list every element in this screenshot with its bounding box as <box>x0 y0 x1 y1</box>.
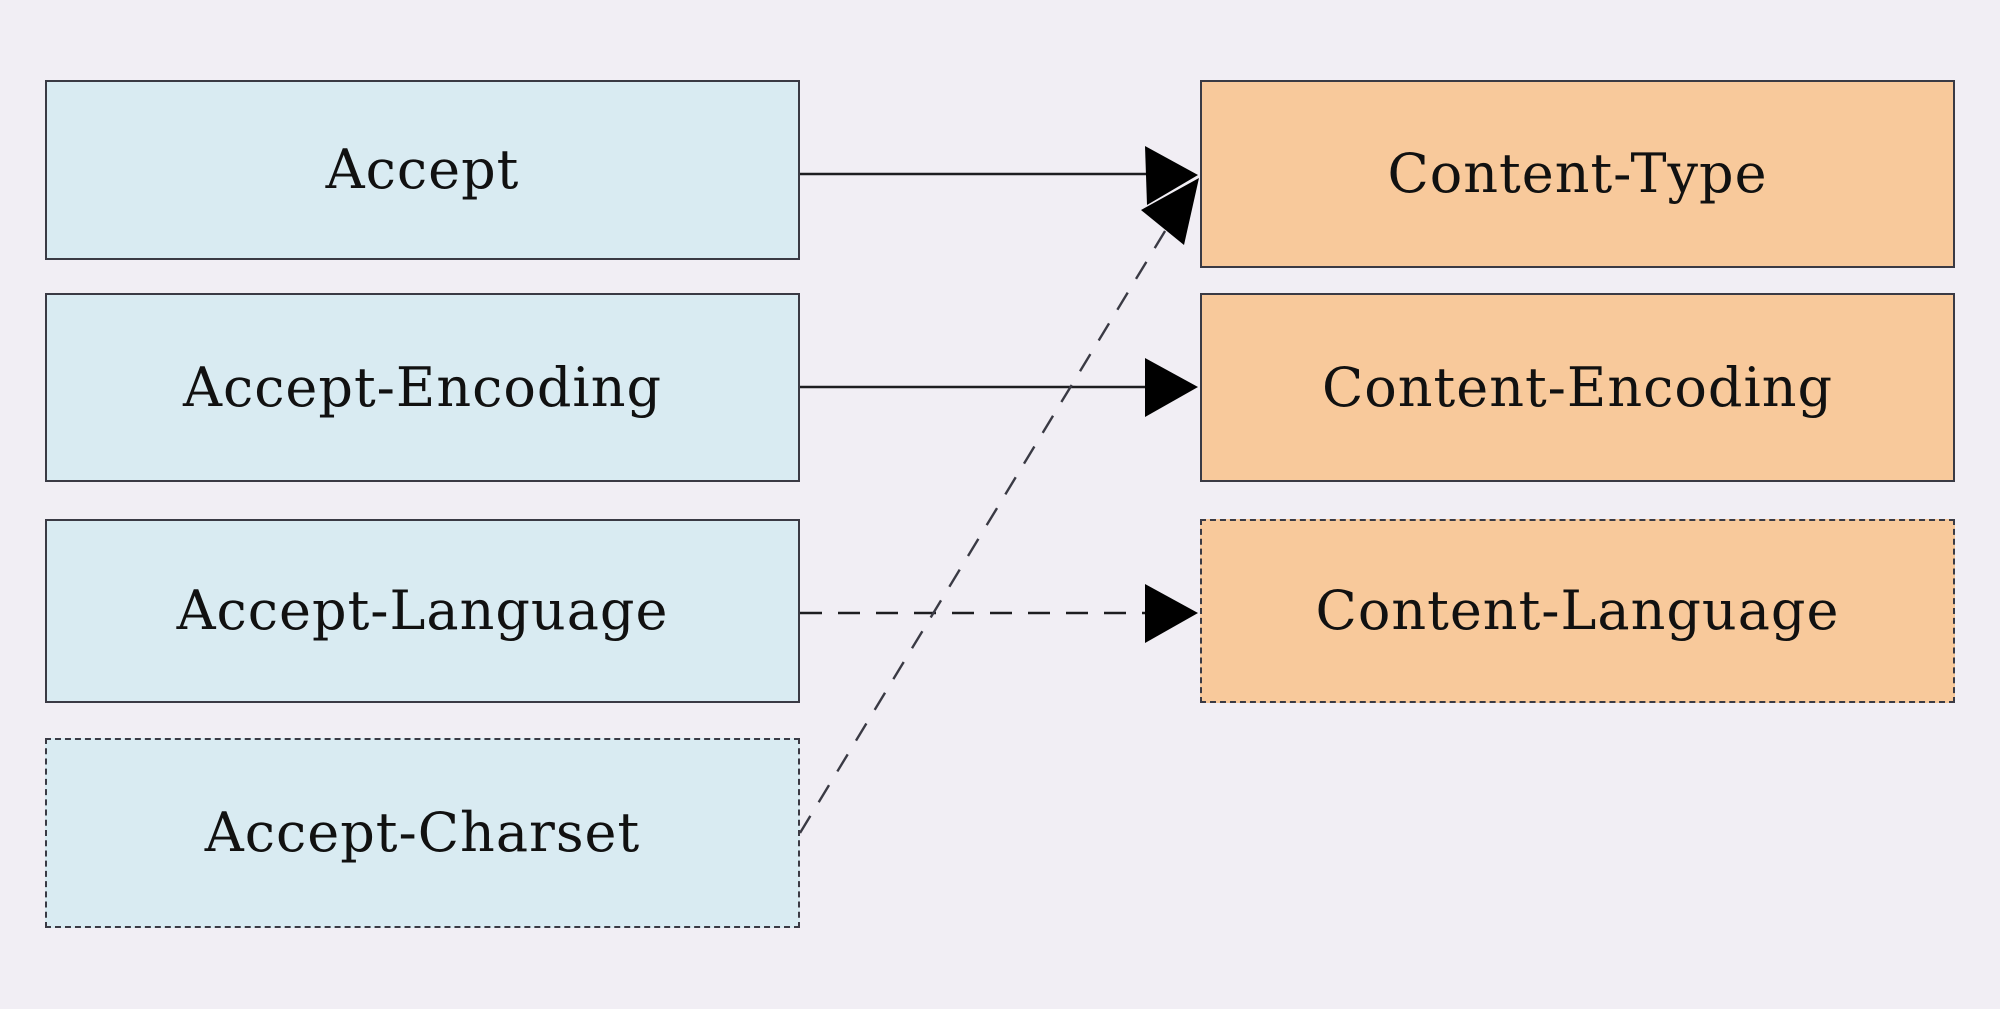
node-content-type[interactable]: Content-Type <box>1200 80 1955 268</box>
node-accept[interactable]: Accept <box>45 80 800 260</box>
node-accept-language[interactable]: Accept-Language <box>45 519 800 703</box>
node-accept-charset-label: Accept-Charset <box>204 801 641 864</box>
node-content-language-label: Content-Language <box>1315 579 1840 642</box>
node-accept-encoding-label: Accept-Encoding <box>182 355 663 419</box>
edge-accept-charset-to-content-type <box>798 212 1178 834</box>
node-accept-language-label: Accept-Language <box>176 579 669 642</box>
node-content-language[interactable]: Content-Language <box>1200 519 1955 703</box>
arrowhead-accept-to-content-type <box>1145 146 1198 205</box>
node-content-encoding[interactable]: Content-Encoding <box>1200 293 1955 482</box>
arrowhead-accept-language-to-content-language <box>1145 584 1198 643</box>
node-accept-charset[interactable]: Accept-Charset <box>45 738 800 928</box>
arrowhead-accept-encoding-to-content-encoding <box>1145 358 1198 417</box>
node-content-type-label: Content-Type <box>1387 142 1768 205</box>
node-accept-label: Accept <box>325 138 520 201</box>
node-content-encoding-label: Content-Encoding <box>1321 355 1834 419</box>
arrowhead-accept-charset-to-content-type <box>1141 178 1199 245</box>
node-accept-encoding[interactable]: Accept-Encoding <box>45 293 800 482</box>
